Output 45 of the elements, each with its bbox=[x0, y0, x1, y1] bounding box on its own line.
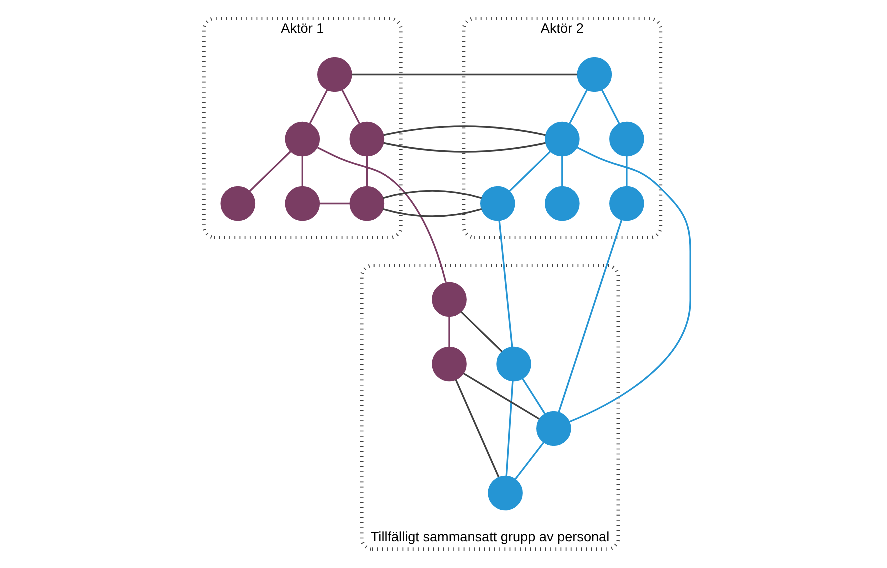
connector bbox=[568, 146, 691, 423]
connector bbox=[316, 146, 446, 283]
connector bbox=[454, 380, 500, 478]
node-circle bbox=[609, 122, 644, 157]
node-circle bbox=[349, 122, 384, 157]
connector bbox=[319, 202, 350, 205]
connector bbox=[626, 156, 628, 187]
node-circle bbox=[496, 346, 531, 382]
node-circle bbox=[576, 57, 612, 92]
connector bbox=[508, 151, 551, 192]
connector bbox=[248, 151, 291, 192]
connector bbox=[301, 156, 304, 187]
node-circle bbox=[536, 411, 571, 446]
node-circle bbox=[609, 186, 644, 222]
connector bbox=[366, 156, 368, 187]
node-circle bbox=[432, 346, 466, 382]
cluster: Aktör 1 bbox=[202, 17, 402, 240]
connector bbox=[351, 74, 578, 76]
connector bbox=[558, 220, 622, 413]
connector bbox=[308, 90, 328, 124]
connector bbox=[460, 311, 502, 353]
connector bbox=[498, 220, 513, 348]
node-circle bbox=[432, 282, 466, 318]
connector bbox=[448, 316, 450, 348]
node-circle bbox=[284, 122, 320, 157]
node-circle bbox=[349, 186, 384, 222]
connector bbox=[514, 442, 544, 480]
node-circle bbox=[317, 57, 352, 92]
node-circle bbox=[544, 186, 580, 222]
connector bbox=[383, 126, 546, 153]
cluster: Aktör 2 bbox=[462, 17, 662, 240]
connector bbox=[382, 190, 482, 218]
connector bbox=[561, 156, 563, 187]
connector bbox=[341, 90, 360, 124]
connector bbox=[568, 90, 588, 124]
node-circle bbox=[220, 186, 256, 222]
node-circle bbox=[544, 122, 580, 157]
node-circle bbox=[480, 186, 515, 222]
connector bbox=[522, 378, 546, 414]
cluster: Tillfälligt sammansatt grupp av personal bbox=[360, 264, 620, 551]
connector bbox=[462, 372, 540, 420]
node-circle bbox=[488, 476, 522, 511]
node-circle bbox=[284, 186, 320, 222]
connector bbox=[505, 381, 514, 476]
connector bbox=[600, 90, 620, 124]
